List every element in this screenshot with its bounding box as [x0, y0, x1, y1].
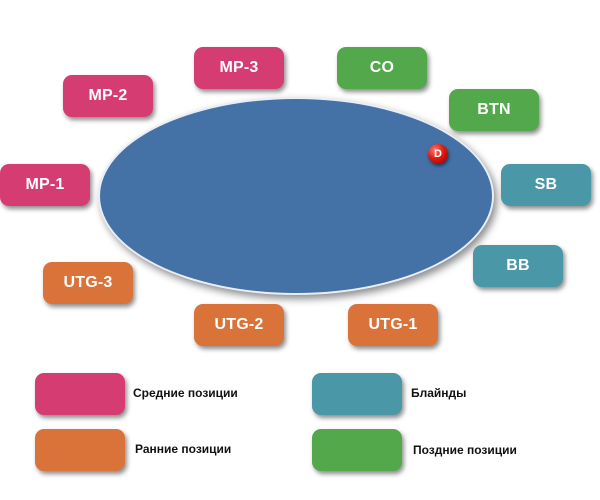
- seat-mp2: MP-2: [63, 75, 153, 117]
- legend-label-early: Ранние позиции: [135, 442, 232, 456]
- legend-swatch-early: [35, 429, 125, 471]
- legend-swatch-blinds: [312, 373, 402, 415]
- seat-btn: BTN: [449, 89, 539, 131]
- seat-bb-label: BB: [506, 257, 530, 274]
- seat-utg1: UTG-1: [348, 304, 438, 346]
- legend-swatch-late: [312, 429, 402, 471]
- seat-mp1-label: MP-1: [25, 176, 65, 193]
- seat-utg2: UTG-2: [194, 304, 284, 346]
- seat-utg3: UTG-3: [43, 262, 133, 304]
- seat-sb-label: SB: [534, 176, 558, 193]
- seat-sb: SB: [501, 164, 591, 206]
- seat-mp1: MP-1: [0, 164, 90, 206]
- seat-utg3-label: UTG-3: [63, 274, 113, 291]
- seat-co-label: CO: [369, 59, 395, 76]
- seat-utg2-label: UTG-2: [214, 316, 264, 333]
- legend-swatch-middle: [35, 373, 125, 415]
- legend-label-middle: Средние позиции: [133, 386, 238, 400]
- seat-mp3: MP-3: [194, 47, 284, 89]
- dealer-button-label: D: [434, 147, 442, 160]
- seat-btn-label: BTN: [477, 101, 511, 118]
- seat-mp2-label: MP-2: [88, 87, 128, 104]
- seat-co: CO: [337, 47, 427, 89]
- legend-label-blinds: Блайнды: [411, 386, 467, 400]
- dealer-button: D: [428, 144, 448, 164]
- seat-mp3-label: MP-3: [219, 59, 259, 76]
- poker-table: [98, 97, 494, 295]
- seat-bb: BB: [473, 245, 563, 287]
- seat-utg1-label: UTG-1: [368, 316, 418, 333]
- legend-label-late: Поздние позиции: [413, 443, 517, 457]
